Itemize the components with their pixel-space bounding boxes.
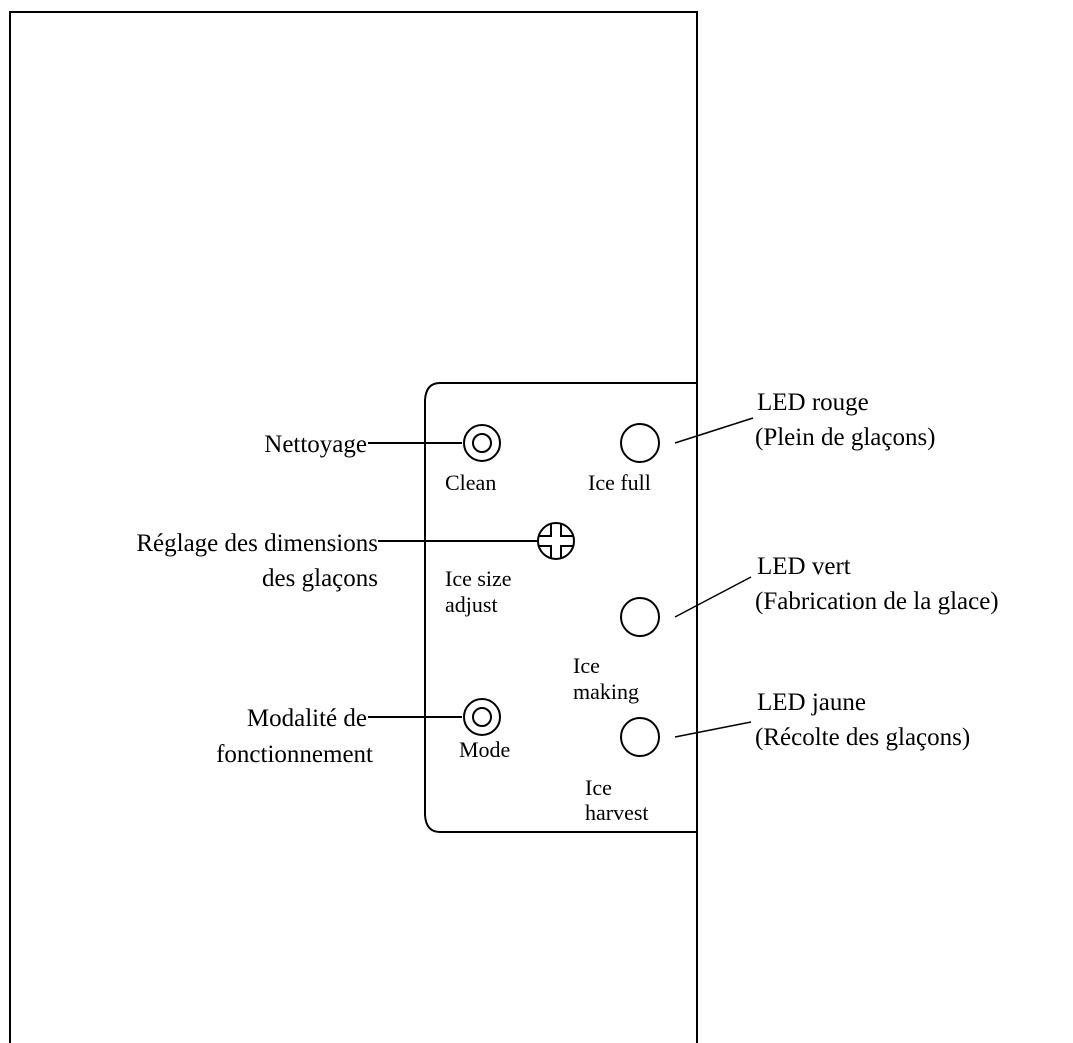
ice-making-label: making <box>573 679 639 704</box>
ice-full-led-icon <box>620 423 660 463</box>
leader-line-led-jaune <box>674 721 752 738</box>
mode-label: Mode <box>459 737 510 762</box>
callout-modalite: Modalité de <box>247 705 367 732</box>
callout-led-vert: (Fabrication de la glace) <box>755 588 999 615</box>
ice-full-label: Ice full <box>588 470 651 495</box>
leader-line-led-vert <box>674 576 752 618</box>
clean-button[interactable] <box>463 424 501 462</box>
ice-harvest-label: Ice <box>585 775 612 800</box>
ice-making-led-icon <box>620 597 660 637</box>
callout-led-rouge: (Plein de glaçons) <box>755 424 936 451</box>
ice-harvest-led-icon <box>620 717 660 757</box>
ice-size-adjust-label: Ice size <box>445 566 512 591</box>
ice-size-adjust-label: adjust <box>445 592 498 617</box>
callout-led-jaune: LED jaune <box>757 689 866 716</box>
clean-label: Clean <box>445 470 496 495</box>
ice-harvest-label: harvest <box>585 800 649 825</box>
callout-led-vert: LED vert <box>757 553 851 580</box>
ice-making-label: Ice <box>573 653 600 678</box>
callout-led-jaune: (Récolte des glaçons) <box>755 724 970 751</box>
callout-led-rouge: LED rouge <box>757 389 869 416</box>
leader-line-led-rouge <box>674 417 754 444</box>
appliance-body-outline <box>9 11 698 1043</box>
callout-nettoyage: Nettoyage <box>264 431 367 458</box>
callout-reglage: des glaçons <box>262 565 378 592</box>
control-panel-outline <box>424 382 697 833</box>
callout-modalite: fonctionnement <box>216 741 373 768</box>
ice-size-adjust-knob[interactable] <box>537 522 575 560</box>
mode-button[interactable] <box>463 698 501 736</box>
callout-reglage: Réglage des dimensions <box>136 530 378 557</box>
